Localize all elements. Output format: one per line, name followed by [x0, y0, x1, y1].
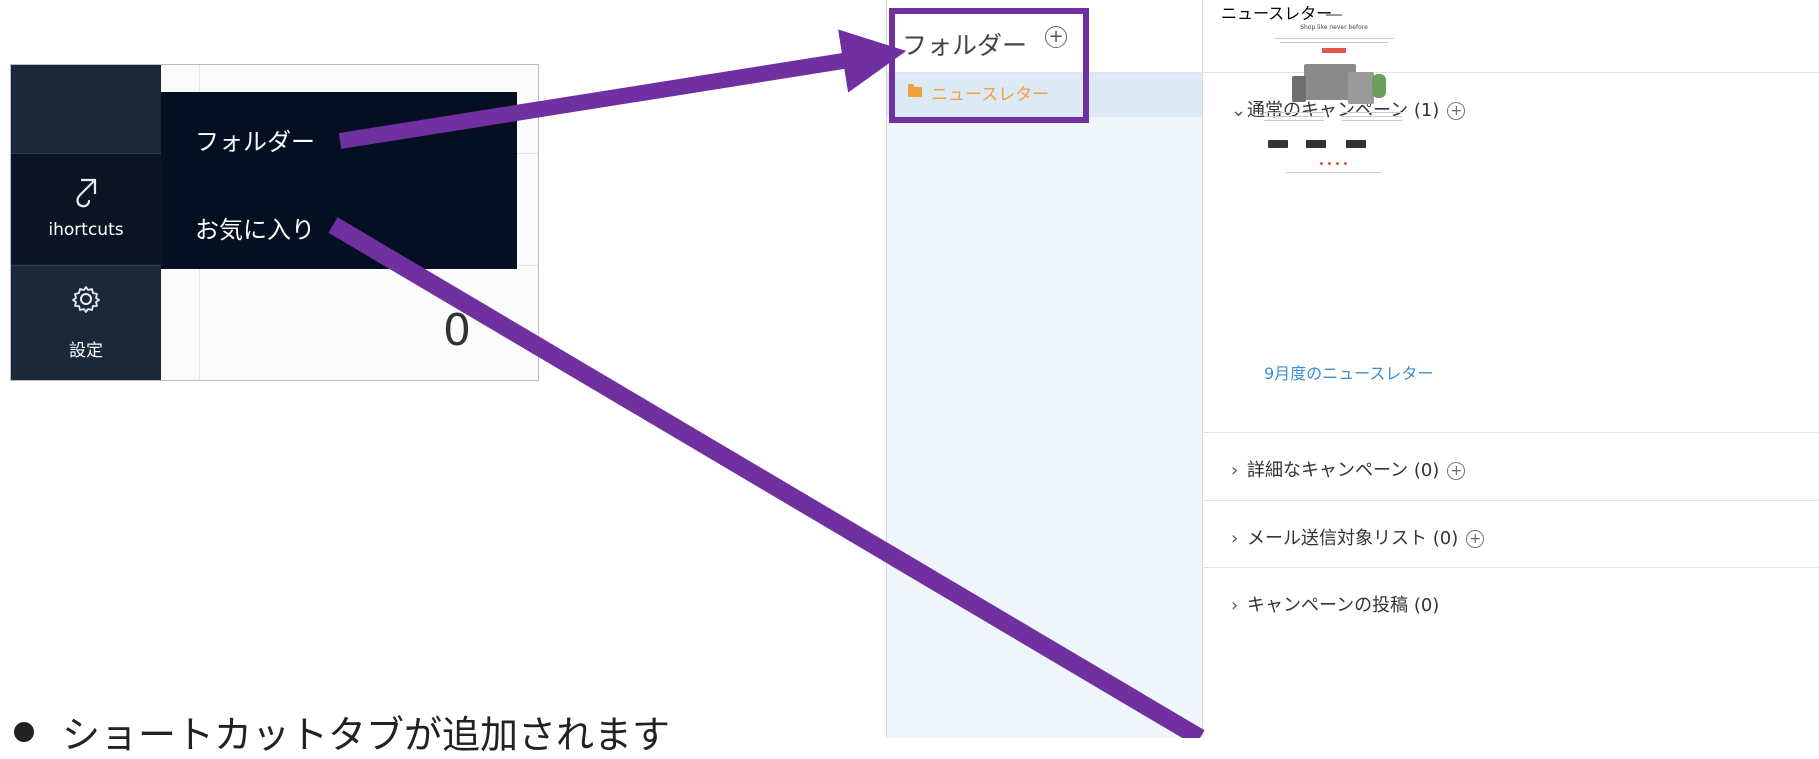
nav-item-top[interactable]: [11, 65, 161, 154]
flyout-item-favorites[interactable]: お気に入り: [195, 216, 315, 244]
add-folder-icon[interactable]: +: [1045, 26, 1067, 48]
section-label: 通常のキャンペーン (1): [1247, 100, 1440, 121]
shortcuts-arrow-icon: [11, 176, 161, 215]
thumb-logo: [1326, 14, 1342, 16]
thumb-phone: [1292, 76, 1306, 102]
chevron-down-icon: ⌄: [1231, 100, 1247, 121]
thumb-text: [1342, 112, 1402, 113]
section-label: メール送信対象リスト (0): [1247, 528, 1459, 549]
gear-icon: [11, 284, 161, 319]
folder-icon: [908, 84, 922, 97]
nav-item-label: 設定: [69, 341, 103, 361]
section-label: 詳細なキャンペーン (0): [1247, 460, 1440, 481]
thumb-store-button: [1306, 140, 1326, 148]
thumb-social: [1320, 162, 1323, 165]
campaign-title-link[interactable]: 9月度のニュースレター: [1264, 364, 1434, 383]
thumb-text: [1274, 38, 1394, 39]
thumb-footer: [1286, 172, 1382, 173]
shortcuts-menu-crop: 0 ihortcuts 設定 フォルダー お気に入り: [10, 64, 539, 381]
add-icon[interactable]: +: [1447, 462, 1466, 480]
flyout-item-folders[interactable]: フォルダー: [195, 128, 315, 156]
thumb-text: [1264, 112, 1324, 113]
thumb-text: [1342, 120, 1402, 121]
thumb-laptop: [1304, 64, 1356, 100]
highlight-box: [889, 8, 1089, 123]
sidebar-item-newsletter[interactable]: [887, 73, 1202, 117]
divider: [1202, 432, 1819, 433]
shortcuts-flyout: フォルダー お気に入り: [161, 92, 517, 269]
page-title: ニュースレター: [1221, 4, 1333, 23]
add-icon[interactable]: +: [1466, 530, 1485, 548]
chevron-right-icon: ›: [1231, 595, 1239, 616]
divider: [1202, 567, 1819, 568]
thumb-social: [1336, 162, 1339, 165]
section-mailing-lists[interactable]: › メール送信対象リスト (0) +: [1231, 524, 1485, 550]
nav-item-shortcuts[interactable]: ihortcuts: [11, 154, 161, 264]
thumb-text: [1264, 116, 1324, 117]
sidebar-title: フォルダー: [902, 31, 1028, 60]
nav-item-label: ihortcuts: [48, 220, 124, 240]
divider: [1202, 500, 1819, 501]
thumb-tablet: [1348, 72, 1374, 104]
sidebar-item-label[interactable]: ニュースレター: [931, 85, 1050, 105]
thumb-social: [1328, 162, 1331, 165]
nav-item-settings[interactable]: 設定: [11, 265, 161, 380]
background-value: 0: [443, 305, 471, 356]
add-icon[interactable]: +: [1447, 102, 1466, 120]
thumb-text: [1264, 120, 1324, 121]
bullet-dot: [14, 722, 34, 742]
section-label: キャンペーンの投稿 (0): [1247, 595, 1440, 616]
section-detailed-campaigns[interactable]: › 詳細なキャンペーン (0) +: [1231, 456, 1466, 482]
bullet-text: ショートカットタブが追加されます: [62, 713, 671, 757]
section-campaign-posts[interactable]: › キャンペーンの投稿 (0): [1231, 591, 1439, 617]
bullet-note: ショートカットタブが追加されます: [14, 704, 670, 759]
thumb-text: [1342, 116, 1402, 117]
thumb-plant: [1372, 74, 1386, 98]
thumb-heading: Shop like never before: [1300, 24, 1368, 31]
thumb-text: [1280, 42, 1388, 43]
chevron-right-icon: ›: [1231, 460, 1239, 481]
section-regular-campaigns[interactable]: ⌄通常のキャンペーン (1) +: [1231, 96, 1466, 122]
thumb-store-button: [1346, 140, 1366, 148]
thumb-store-button: [1268, 140, 1288, 148]
thumb-social: [1344, 162, 1347, 165]
chevron-right-icon: ›: [1231, 528, 1239, 549]
thumb-cta: [1322, 48, 1346, 53]
main-header: [1203, 0, 1819, 73]
